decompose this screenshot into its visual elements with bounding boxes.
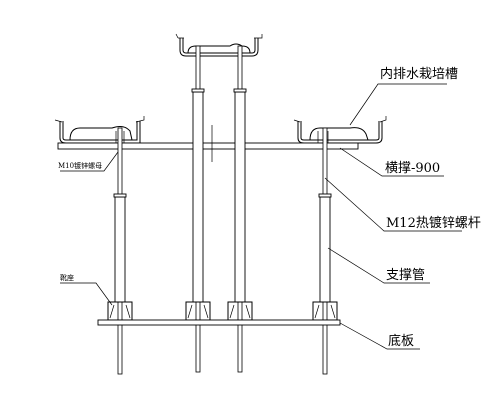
support-pipes	[113, 88, 332, 303]
pedestals	[107, 301, 338, 321]
right-trough	[293, 116, 387, 144]
label-pedestal: 靴座	[60, 273, 74, 282]
upper-trough	[175, 33, 263, 57]
label-nut: M10镀锌螺母	[58, 161, 102, 170]
left-trough	[54, 116, 145, 144]
leader-lines	[60, 83, 462, 350]
label-base-plate: 底板	[388, 333, 414, 349]
label-trough: 内排水栽培槽	[380, 66, 458, 82]
labels: 内排水栽培槽 横撑-900 M12热镀锌螺杆 支撑管 底板 M10镀锌螺母 靴座	[58, 66, 481, 349]
label-rod: M12热镀锌螺杆	[386, 215, 481, 231]
label-support-pipe: 支撑管	[386, 268, 425, 283]
crossbar	[57, 125, 359, 162]
base-plate	[97, 319, 341, 326]
label-crossbar: 横撑-900	[385, 161, 440, 176]
